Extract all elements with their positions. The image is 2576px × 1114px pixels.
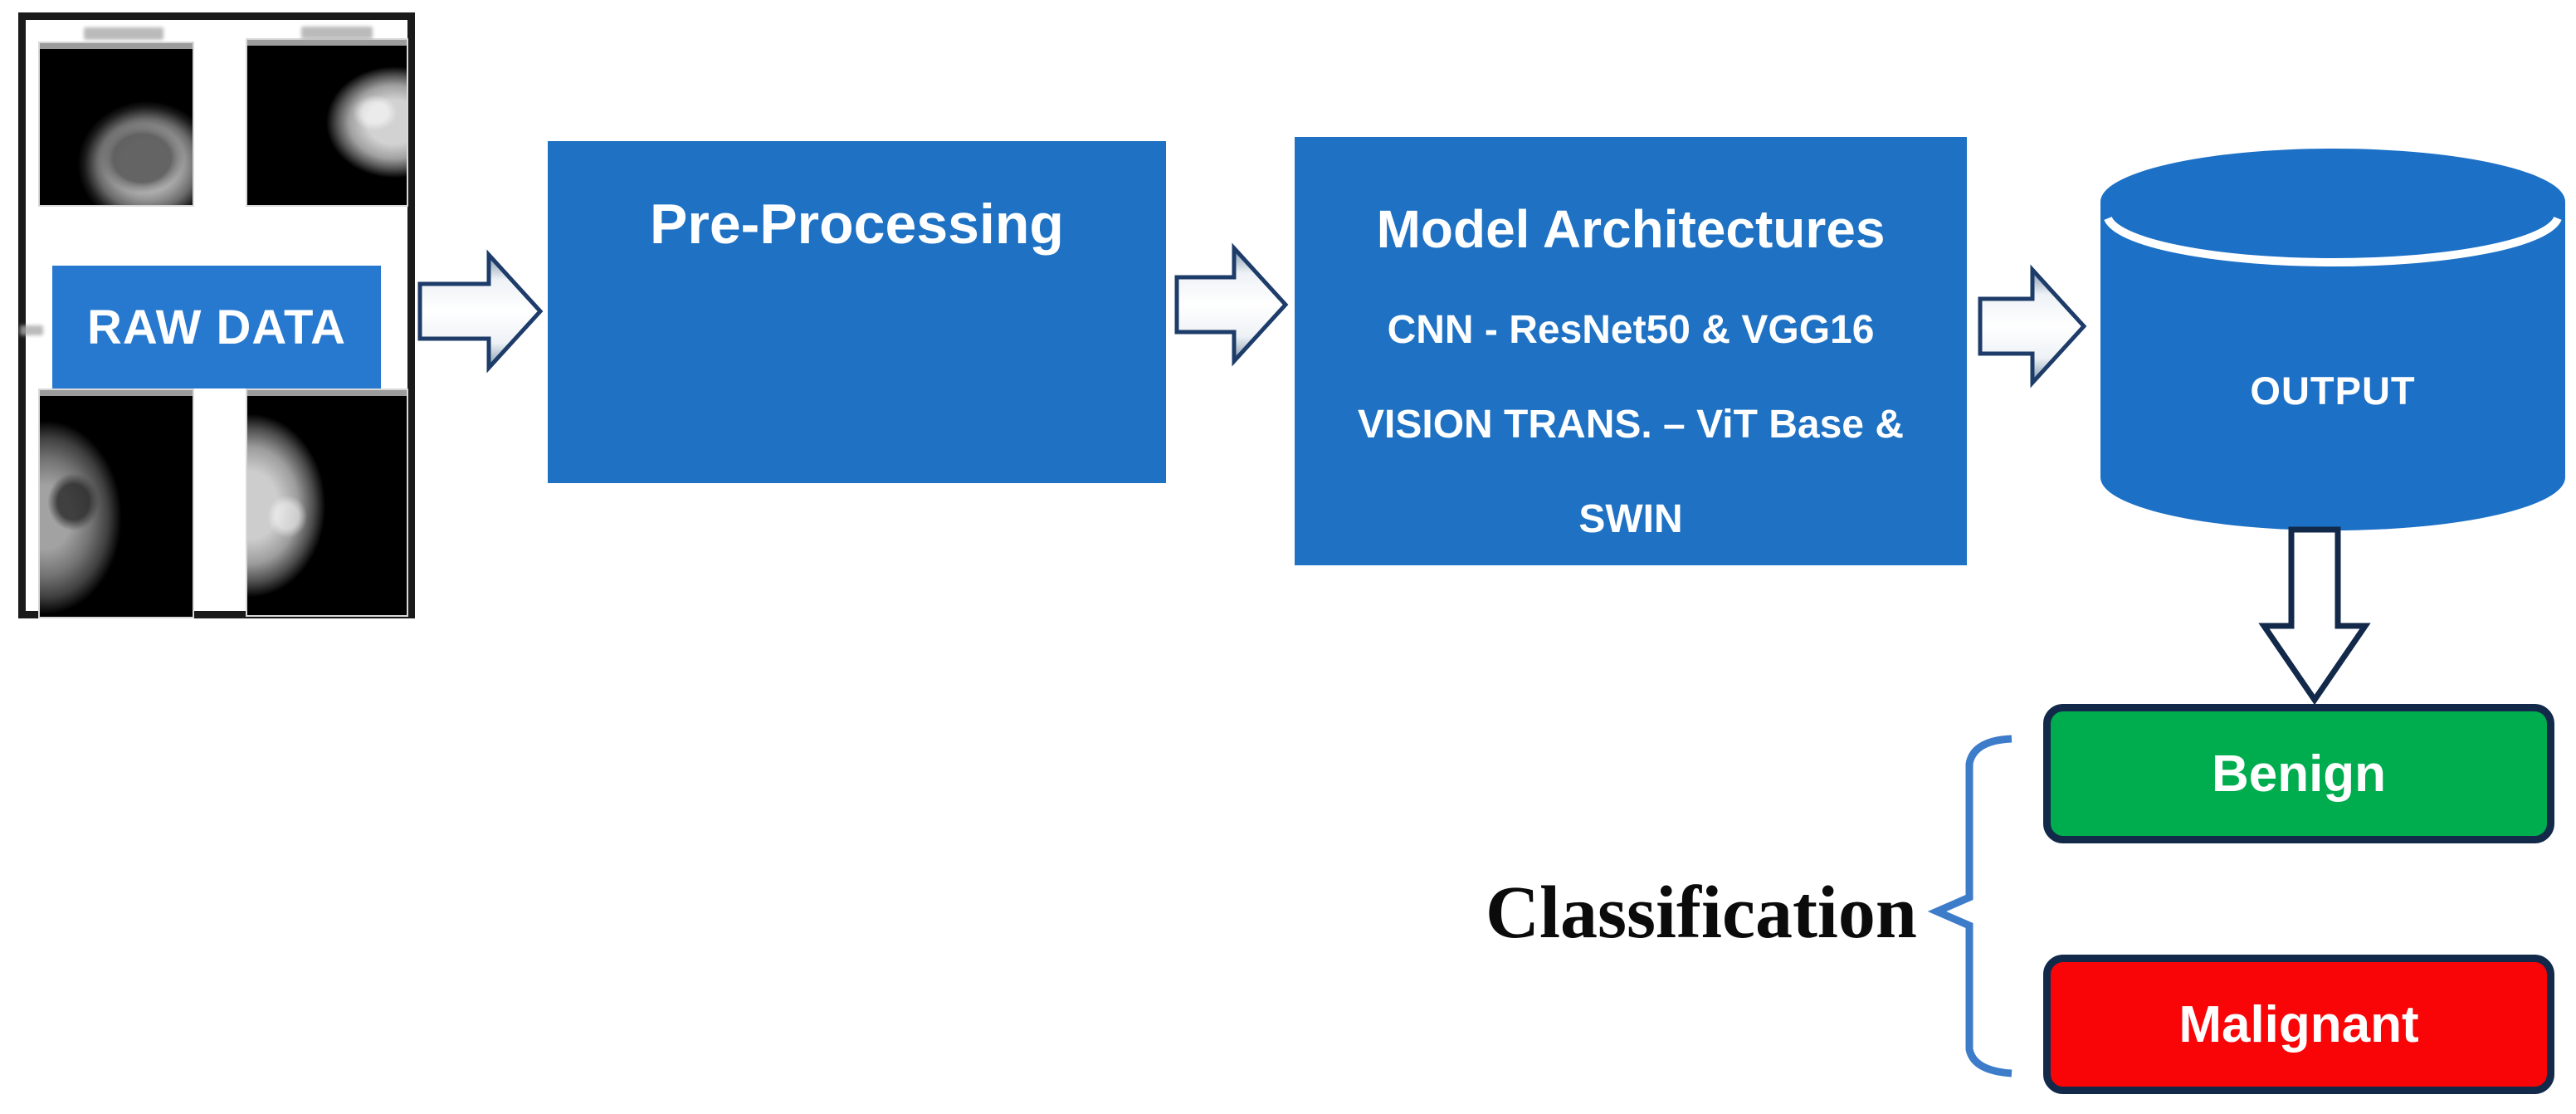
mammogram-thumbnail-top-right xyxy=(247,40,407,205)
model-line-vision-transformer: VISION TRANS. – ViT Base & xyxy=(1358,403,1904,447)
output-cylinder: OUTPUT xyxy=(2098,145,2568,533)
malignant-box: Malignant xyxy=(2043,955,2554,1094)
raw-data-panel: RAW DATA xyxy=(18,12,415,618)
preprocessing-box: Pre-Processing xyxy=(548,141,1166,483)
preprocessing-label: Pre-Processing xyxy=(650,193,1064,256)
malignant-label: Malignant xyxy=(2178,995,2419,1053)
thumbnail-caption-smudge xyxy=(20,325,43,335)
mammogram-thumbnail-bottom-left xyxy=(40,390,193,617)
benign-label: Benign xyxy=(2211,745,2387,803)
benign-box: Benign xyxy=(2043,704,2554,843)
thumbnail-caption-smudge xyxy=(301,27,373,39)
model-line-cnn: CNN - ResNet50 & VGG16 xyxy=(1387,308,1875,352)
model-line-swin: SWIN xyxy=(1578,497,1683,541)
flow-arrow-right-icon xyxy=(417,249,544,374)
flow-arrow-down-icon xyxy=(2258,526,2371,706)
raw-data-banner: RAW DATA xyxy=(52,266,381,388)
model-architectures-box: Model Architectures CNN - ResNet50 & VGG… xyxy=(1295,137,1967,565)
database-cylinder-icon xyxy=(2100,149,2565,530)
model-architectures-title: Model Architectures xyxy=(1376,199,1886,259)
classification-brace-icon xyxy=(1927,735,2013,1077)
mammogram-thumbnail-top-left xyxy=(40,43,193,205)
classification-label: Classification xyxy=(1485,872,1917,954)
flow-arrow-right-icon xyxy=(1174,242,1289,367)
raw-data-label: RAW DATA xyxy=(87,300,346,354)
flow-arrow-right-icon xyxy=(1978,264,2087,388)
mammogram-thumbnail-bottom-right xyxy=(247,390,407,615)
thumbnail-caption-smudge xyxy=(84,27,163,40)
output-label: OUTPUT xyxy=(2250,369,2416,413)
